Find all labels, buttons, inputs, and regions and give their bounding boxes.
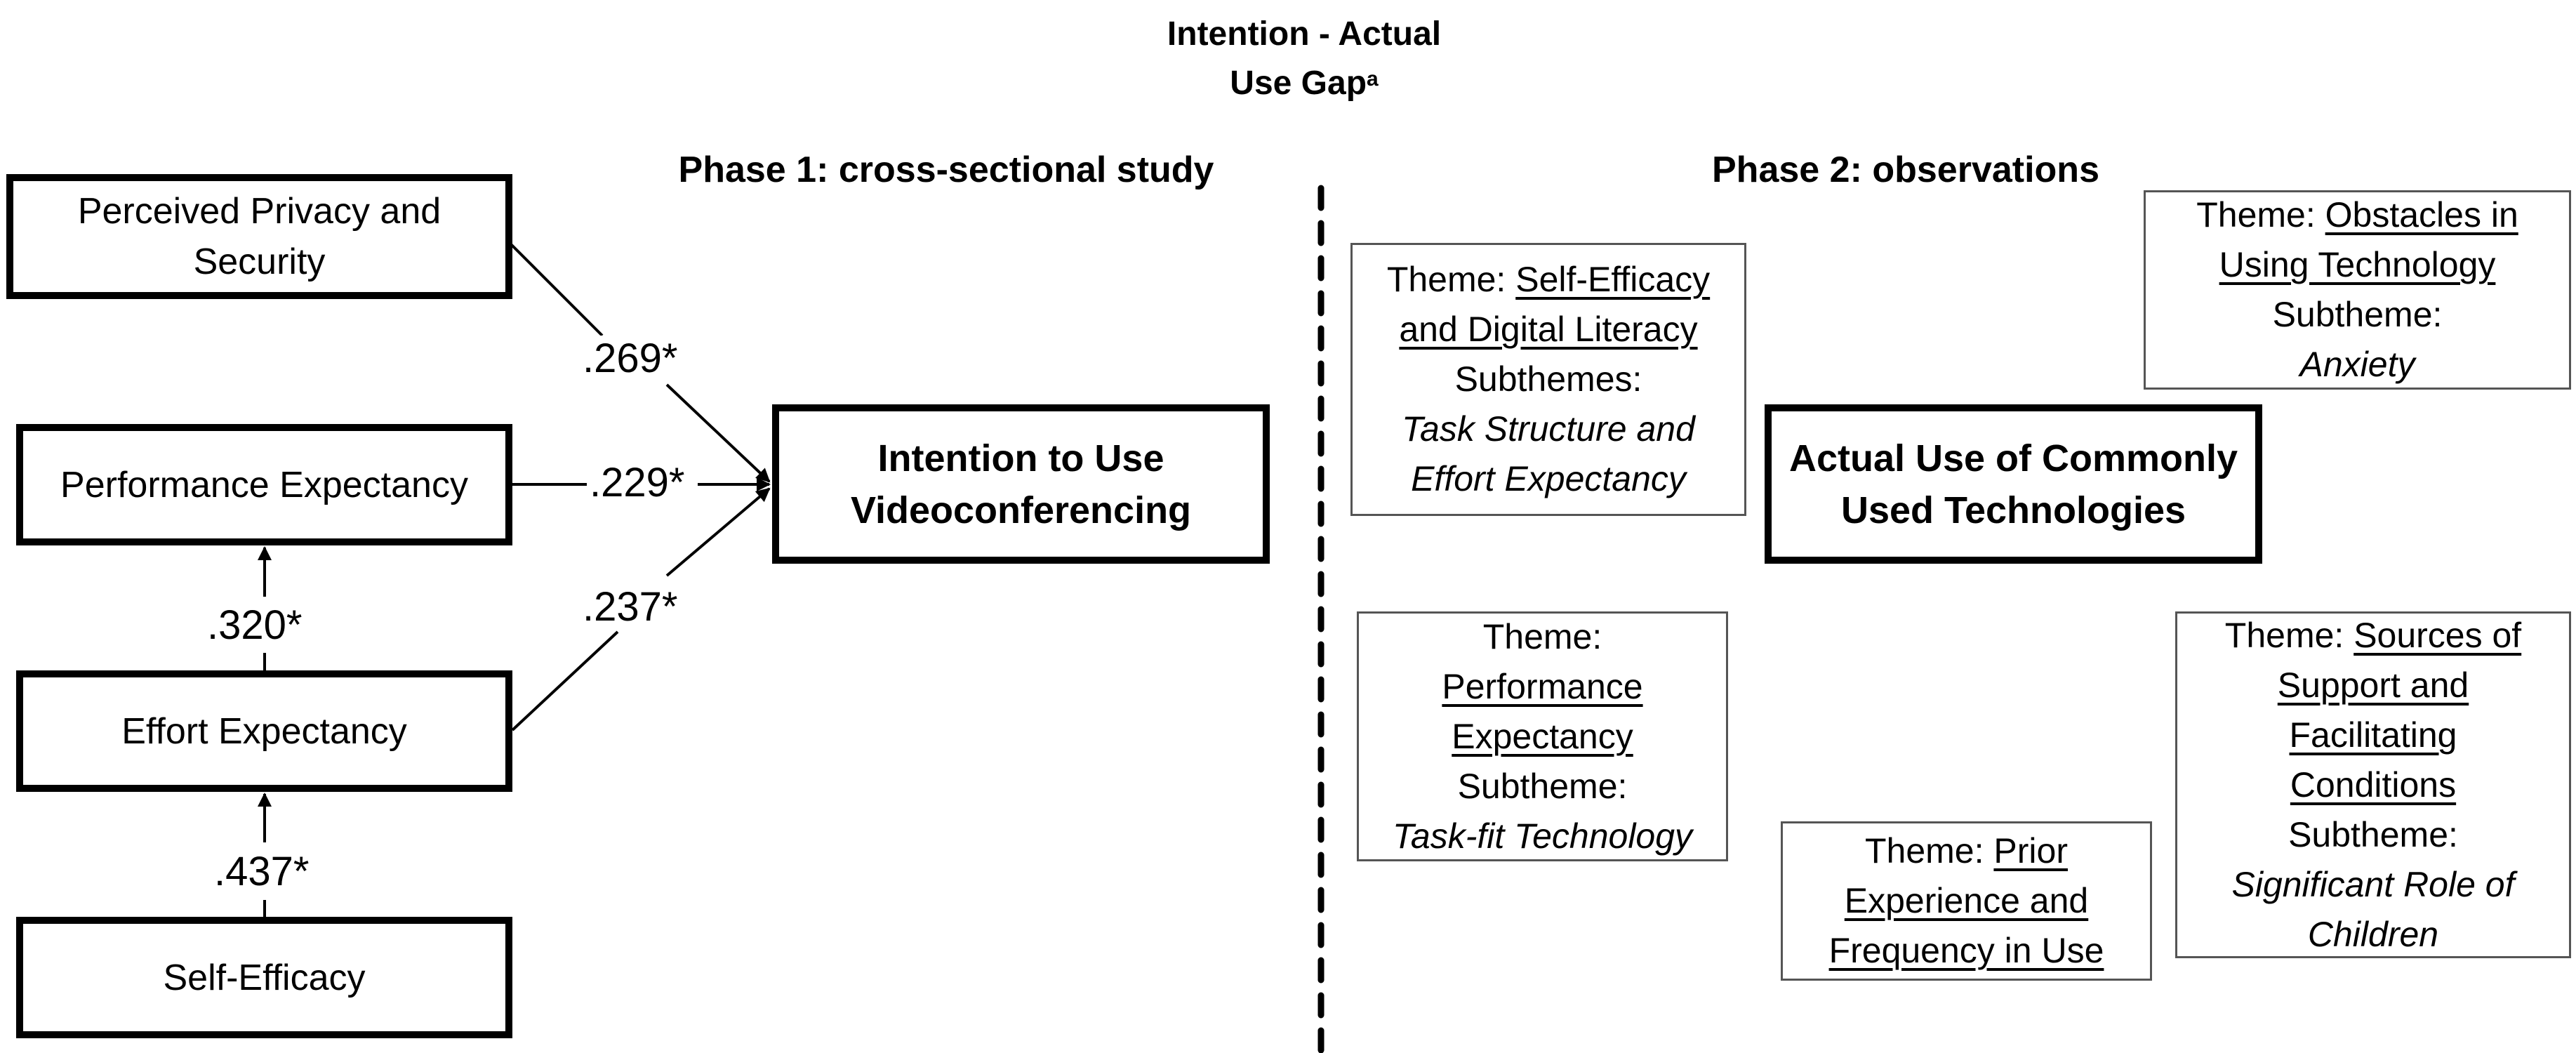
subtheme-name: Task-fit Technology (1392, 816, 1693, 856)
subtheme-name: Significant Role of (2231, 864, 2515, 904)
theme-label: Theme: (1482, 616, 1602, 656)
theme-obstacles: Theme: Obstacles in Using Technology Sub… (2144, 190, 2571, 390)
construct-label: Perceived Privacy and Security (77, 191, 441, 282)
outcome-line2: Used Technologies (1840, 489, 2186, 531)
theme-name-cont: Using Technology (2219, 245, 2496, 284)
phase1-heading: Phase 1: cross-sectional study (678, 150, 1214, 190)
construct-label: Self-Efficacy (163, 957, 366, 998)
figure-title-line2: Use Gapa (1023, 59, 1585, 108)
outcome-line1: Intention to Use (877, 437, 1164, 479)
figure-title: Intention - Actual Use Gapa (1023, 10, 1585, 108)
phase2-heading: Phase 2: observations (1712, 150, 2099, 190)
theme-name-cont: Frequency in Use (1828, 931, 2104, 970)
theme-label: Theme: (2196, 195, 2325, 234)
outcome-intention: Intention to Use Videoconferencing (772, 404, 1270, 564)
coefficient-selfefficacy-effort: .437* (211, 849, 312, 895)
construct-label: Effort Expectancy (121, 710, 407, 752)
construct-self-efficacy: Self-Efficacy (16, 917, 512, 1038)
coefficient-performance-intention: .229* (587, 460, 688, 506)
construct-label: Performance Expectancy (60, 464, 468, 505)
theme-label: Theme: (2224, 615, 2354, 655)
construct-performance-expectancy: Performance Expectancy (16, 424, 512, 545)
theme-label: Theme: (1386, 260, 1516, 299)
theme-support: Theme: Sources of Support and Facilitati… (2175, 611, 2571, 958)
subtheme-label: Subtheme: (2288, 814, 2458, 854)
theme-name: Self-Efficacy (1515, 260, 1711, 299)
theme-label: Theme: (1865, 831, 1994, 870)
theme-name: Obstacles in (2325, 195, 2518, 234)
construct-effort-expectancy: Effort Expectancy (16, 670, 512, 792)
theme-name: Prior (1993, 831, 2068, 870)
subtheme-name: Anxiety (2299, 345, 2415, 384)
path-privacy-to-intention-b (665, 383, 771, 483)
theme-name-cont: Facilitating (2289, 715, 2457, 755)
subtheme-label: Subtheme: (2272, 295, 2443, 334)
subtheme-label: Subtheme: (1457, 766, 1628, 806)
theme-name-cont: Expectancy (1452, 716, 1633, 756)
coefficient-effort-performance: .320* (204, 602, 305, 649)
theme-name-cont: Conditions (2290, 764, 2457, 804)
theme-self-efficacy: Theme: Self-Efficacy and Digital Literac… (1350, 243, 1746, 516)
subtheme-name-cont: Effort Expectancy (1411, 459, 1686, 498)
path-effort-to-intention-b (665, 487, 771, 577)
footnote-marker: a (1367, 67, 1379, 91)
theme-name: Sources of (2353, 615, 2522, 655)
theme-prior-experience: Theme: Prior Experience and Frequency in… (1781, 821, 2152, 981)
subtheme-label: Subthemes: (1454, 359, 1642, 399)
theme-performance: Theme: Performance Expectancy Subtheme: … (1357, 611, 1728, 861)
theme-name: Performance (1442, 666, 1643, 706)
construct-privacy-security: Perceived Privacy and Security (6, 174, 512, 299)
theme-name-cont: Experience and (1844, 881, 2089, 920)
coefficient-effort-intention: .237* (580, 584, 681, 630)
subtheme-name: Task Structure and (1402, 409, 1695, 449)
figure-title-line1: Intention - Actual (1167, 15, 1442, 53)
figure-title-line2-text: Use Gap (1230, 65, 1367, 102)
path-effort-to-intention-a (511, 630, 619, 731)
theme-name-cont: Support and (2277, 665, 2469, 705)
theme-name-cont: and Digital Literacy (1399, 310, 1698, 349)
subtheme-name-cont: Children (2307, 914, 2439, 954)
coefficient-privacy-intention: .269* (580, 336, 681, 382)
outcome-line1: Actual Use of Commonly (1788, 437, 2238, 479)
outcome-actual-use: Actual Use of Commonly Used Technologies (1765, 404, 2262, 564)
path-privacy-to-intention-a (504, 237, 604, 337)
outcome-line2: Videoconferencing (850, 489, 1192, 531)
